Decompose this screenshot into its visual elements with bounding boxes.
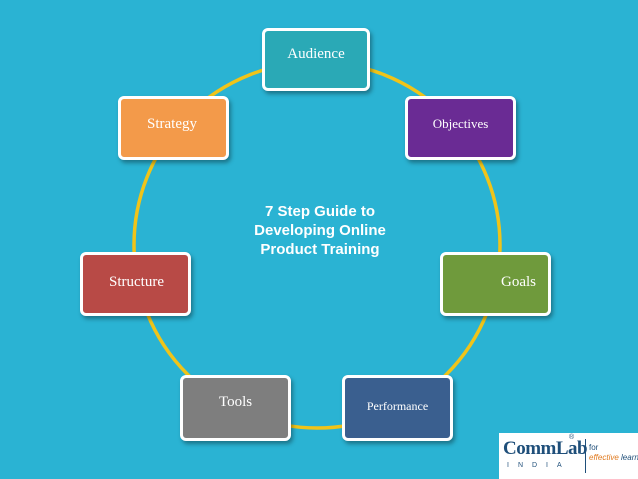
step-goals: Goals [440,252,551,316]
logo-subtitle: INDIA [507,462,571,469]
logo-divider [585,439,586,473]
logo-tagline-for: for [589,443,599,452]
step-structure-label: Structure [109,273,164,290]
center-title: 7 Step Guide to Developing Online Produc… [240,202,400,259]
logo-wordmark: CommLab [503,438,588,459]
logo-tagline-learning: learning [621,453,638,462]
step-structure: Structure [80,252,191,316]
logo-registered-mark: ® [569,434,575,441]
step-tools-label: Tools [219,393,253,410]
step-strategy-label: Strategy [147,115,197,132]
center-title-line-2: Developing Online [254,222,386,239]
step-audience: Audience [262,28,370,91]
center-title-line-3: Product Training [260,241,380,258]
center-title-line-1: 7 Step Guide to [264,203,375,220]
logo-tagline: effective learning [589,453,638,462]
step-performance: Performance [342,375,453,441]
commlab-logo: CommLab ® INDIA for effective learning [499,433,638,479]
step-goals-label: Goals [501,273,536,290]
step-performance-label: Performance [366,399,429,413]
logo-tagline-effective: effective [589,453,619,462]
step-tools: Tools [180,375,291,441]
step-objectives-label: Objectives [432,116,489,131]
step-strategy: Strategy [118,96,229,160]
step-audience-label: Audience [287,46,345,62]
step-objectives: Objectives [405,96,516,160]
